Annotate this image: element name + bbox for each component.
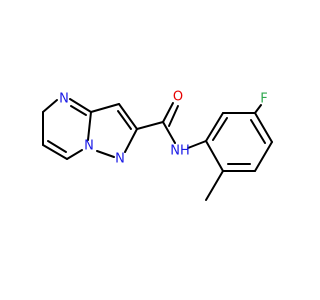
bond-ar3-ar4: [254, 112, 273, 143]
bond-ar3-ar4-inner: [250, 119, 266, 144]
bond-ar6-ar1: [205, 140, 224, 172]
bond-npyr-c8a: [69, 98, 92, 113]
bond-ar1-ar2-inner: [212, 117, 228, 141]
molecule-structure: N N N O NH F: [42, 90, 273, 201]
bond-c8a-c3: [90, 103, 120, 113]
bond-ar1-ar2: [205, 112, 224, 142]
bond-npyr-c8a-inner: [70, 105, 87, 116]
bond-c5-c6: [42, 144, 68, 160]
bond-c5-c6-inner: [47, 140, 67, 153]
bonds: [42, 98, 273, 201]
atom-labels: N N N O NH F: [59, 90, 268, 167]
atom-nh-amide: NH: [170, 144, 190, 159]
atom-n-pyrazole: N: [115, 152, 125, 167]
bond-npz-nbridge: [96, 150, 115, 158]
bond-carbonyl-o-a: [162, 102, 174, 123]
atom-fluorine: F: [260, 92, 267, 107]
atom-n-pyrimidine: N: [59, 92, 69, 107]
bond-c2-ccarbonyl: [136, 121, 164, 130]
bond-c1-npyr: [42, 99, 58, 113]
bond-ar3-f: [254, 104, 262, 114]
molecule-canvas: N N N O NH F: [42, 89, 273, 201]
bond-c3-c2: [118, 103, 138, 130]
bond-c3-c2-inner: [117, 110, 132, 130]
atom-n-bridge: N: [84, 139, 94, 154]
bond-ar6-methyl: [205, 170, 224, 201]
atom-o-carbonyl: O: [173, 90, 183, 105]
bond-ar4-ar5: [254, 141, 273, 172]
bond-nbridge-c5: [66, 149, 83, 160]
bond-nh-aryl: [187, 140, 207, 149]
bond-ccarbonyl-nh: [162, 121, 176, 144]
bond-c8a-nbridge: [87, 111, 92, 141]
bond-carbonyl-o-b: [168, 105, 179, 127]
bond-c2-npz: [124, 128, 138, 153]
